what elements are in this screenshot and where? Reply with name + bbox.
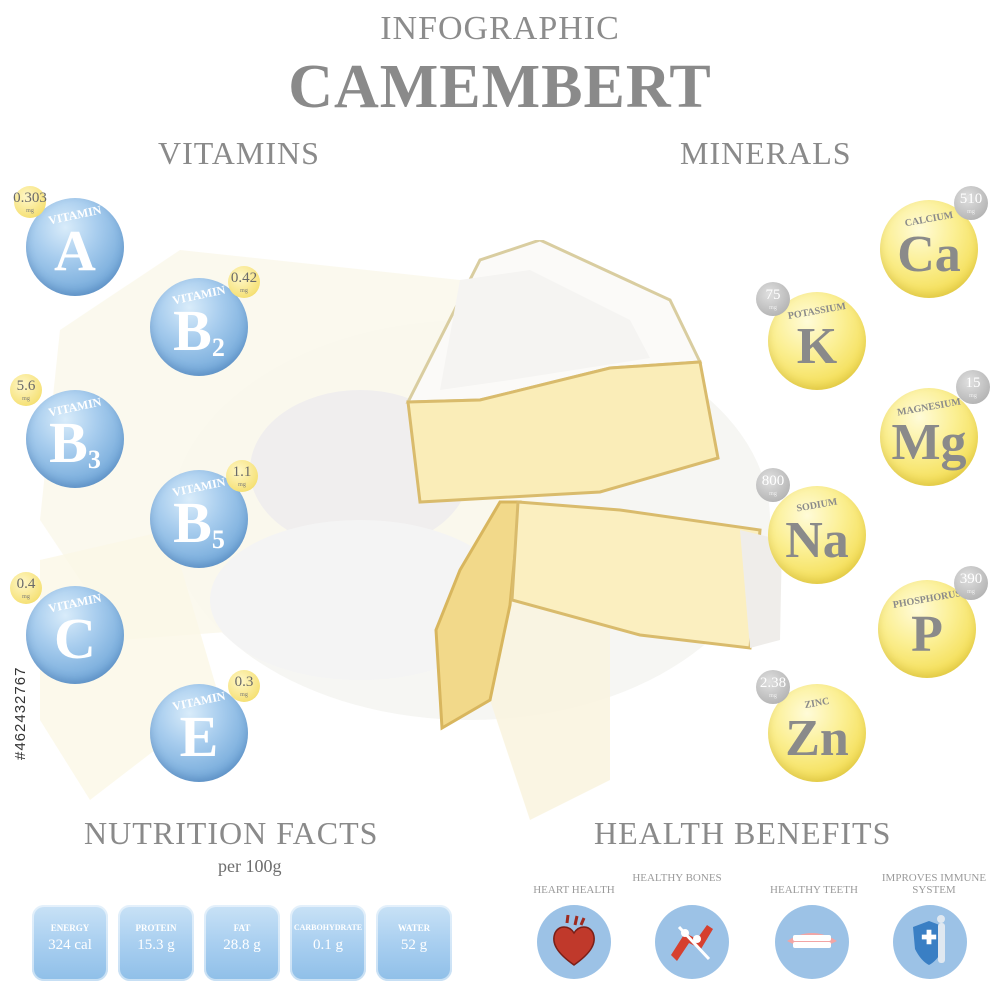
health-benefits-heading: HEALTH BENEFITS xyxy=(594,815,892,851)
health-label-teeth: HEALTHY TEETH xyxy=(770,884,858,896)
health-label-bones: HEALTHY BONES xyxy=(632,872,722,884)
vitamins-heading: VITAMINS xyxy=(158,135,320,171)
vitamin-a-bubble: VITAMIN A xyxy=(26,198,124,296)
immune-shield-icon xyxy=(893,905,967,979)
infographic-label: INFOGRAPHIC xyxy=(380,10,620,47)
vitamin-b3-bubble: VITAMIN B3 xyxy=(26,390,124,488)
health-label-heart: HEART HEALTH xyxy=(533,884,615,896)
health-label-immune: IMPROVES IMMUNE SYSTEM xyxy=(881,872,987,896)
minerals-heading: MINERALS xyxy=(680,135,852,171)
bones-icon xyxy=(655,905,729,979)
camembert-wedges-illustration xyxy=(405,240,782,731)
mineral-zinc-bubble: ZINC Zn xyxy=(768,684,866,782)
teeth-icon xyxy=(775,905,849,979)
vitamin-c-bubble: VITAMIN C xyxy=(26,586,124,684)
nutrition-per-label: per 100g xyxy=(218,856,282,876)
vitamin-b2-bubble: VITAMIN B2 xyxy=(150,278,248,376)
mineral-sodium-bubble: SODIUM Na xyxy=(768,486,866,584)
vitamin-e-bubble: VITAMIN E xyxy=(150,684,248,782)
stock-watermark-id: #462432767 xyxy=(12,666,29,760)
nutrition-facts-heading: NUTRITION FACTS xyxy=(84,815,379,851)
mineral-magnesium-bubble: MAGNESIUM Mg xyxy=(880,388,978,486)
heart-icon xyxy=(537,905,611,979)
page-title: CAMEMBERT xyxy=(288,53,712,121)
